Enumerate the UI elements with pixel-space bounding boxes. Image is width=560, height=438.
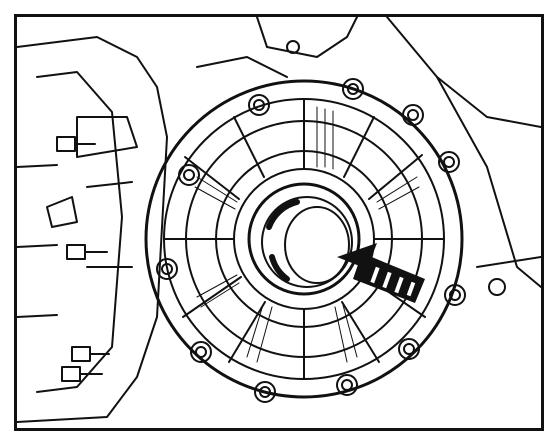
bolt (402, 104, 424, 126)
flange-bolts (156, 78, 466, 403)
left-bolt (61, 366, 103, 382)
bolt (398, 338, 420, 360)
right-housing (386, 17, 541, 296)
left-housing (17, 36, 168, 423)
direction-arrow-icon (337, 243, 425, 303)
bolt (254, 381, 276, 403)
technical-illustration (14, 14, 544, 431)
oil-seal (247, 182, 361, 296)
bolt (248, 94, 270, 116)
illustration-canvas (17, 17, 541, 423)
bolt (156, 258, 178, 280)
bolt (342, 78, 364, 100)
bolt (438, 151, 460, 173)
bolt (178, 164, 200, 186)
left-bolt (66, 244, 108, 260)
bolt (190, 341, 212, 363)
left-bolt (56, 136, 96, 152)
bolt (336, 374, 358, 396)
bolt (444, 284, 466, 306)
left-bolt (71, 346, 110, 362)
top-bracket (196, 17, 358, 78)
seal-housing-flange (144, 79, 464, 399)
